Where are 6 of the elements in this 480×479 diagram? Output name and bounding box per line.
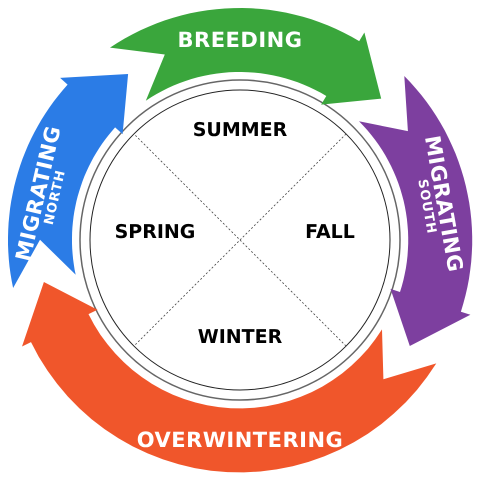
season-label: FALL [305, 221, 355, 243]
season-label: SPRING [114, 221, 196, 243]
stage-label: BREEDING [178, 28, 302, 51]
season-label: SUMMER [192, 119, 288, 141]
stage-label: OVERWINTERING [136, 428, 344, 451]
season-label: WINTER [198, 326, 282, 348]
